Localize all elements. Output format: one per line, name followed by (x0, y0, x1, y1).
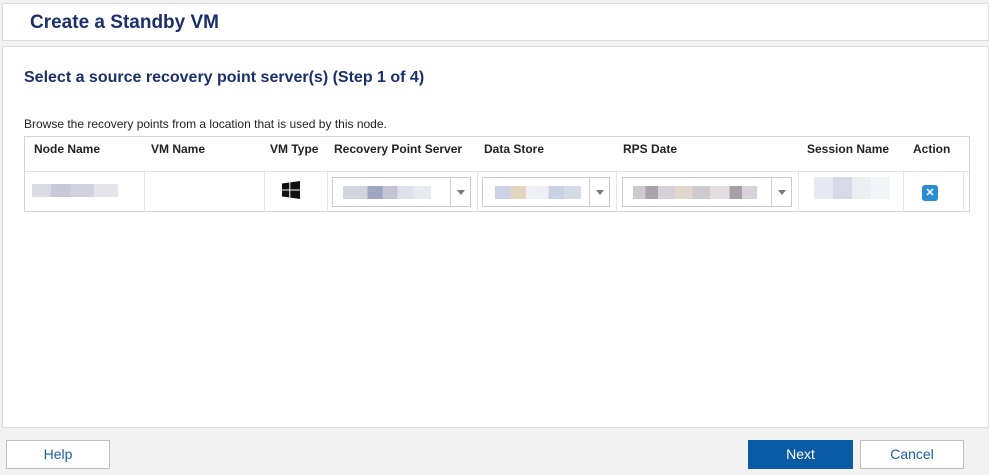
chevron-down-icon (596, 190, 604, 195)
column-divider (477, 172, 478, 212)
next-button[interactable]: Next (748, 440, 853, 469)
step-description: Browse the recovery points from a locati… (24, 117, 387, 131)
step-title: Select a source recovery point server(s)… (24, 69, 425, 86)
recovery-point-server-select[interactable] (332, 177, 471, 207)
cancel-button[interactable]: Cancel (860, 440, 964, 469)
rps-date-dropdown-trigger[interactable] (771, 178, 791, 206)
column-header-data-store[interactable]: Data Store (484, 142, 545, 156)
wizard-footer: Help Next Cancel (0, 434, 989, 475)
data-store-dropdown-trigger[interactable] (589, 178, 609, 206)
column-divider (264, 172, 265, 212)
column-header-vm-type[interactable]: VM Type (270, 142, 319, 156)
table-row[interactable]: ✕ (25, 171, 969, 212)
chevron-down-icon (778, 190, 786, 195)
column-header-action[interactable]: Action (913, 142, 951, 156)
node-name-value (32, 184, 118, 197)
help-button[interactable]: Help (6, 440, 110, 469)
column-header-vm-name[interactable]: VM Name (151, 142, 206, 156)
wizard-title: Create a Standby VM (30, 12, 219, 33)
column-header-node-name[interactable]: Node Name (34, 142, 101, 156)
column-divider (616, 172, 617, 212)
column-header-session-name[interactable]: Session Name (807, 142, 890, 156)
column-divider (963, 172, 964, 212)
data-store-value (495, 186, 581, 199)
wizard-title-bar: Create a Standby VM (2, 3, 989, 41)
data-store-select[interactable] (482, 177, 610, 207)
rps-date-select[interactable] (622, 177, 792, 207)
recovery-point-server-dropdown-trigger[interactable] (450, 178, 470, 206)
column-header-recovery-point-server[interactable]: Recovery Point Server (334, 142, 463, 156)
column-divider (903, 172, 904, 212)
session-name-value (814, 177, 890, 199)
column-divider (798, 172, 799, 212)
rps-date-value (633, 186, 757, 199)
recovery-point-server-value (343, 186, 431, 199)
windows-icon (282, 181, 300, 199)
source-grid: Node Name VM Name VM Type Recovery Point… (24, 136, 970, 212)
delete-icon[interactable]: ✕ (922, 185, 938, 201)
column-header-rps-date[interactable]: RPS Date (623, 142, 678, 156)
column-divider (144, 172, 145, 212)
column-divider (327, 172, 328, 212)
wizard-content: Select a source recovery point server(s)… (2, 46, 989, 428)
chevron-down-icon (457, 190, 465, 195)
